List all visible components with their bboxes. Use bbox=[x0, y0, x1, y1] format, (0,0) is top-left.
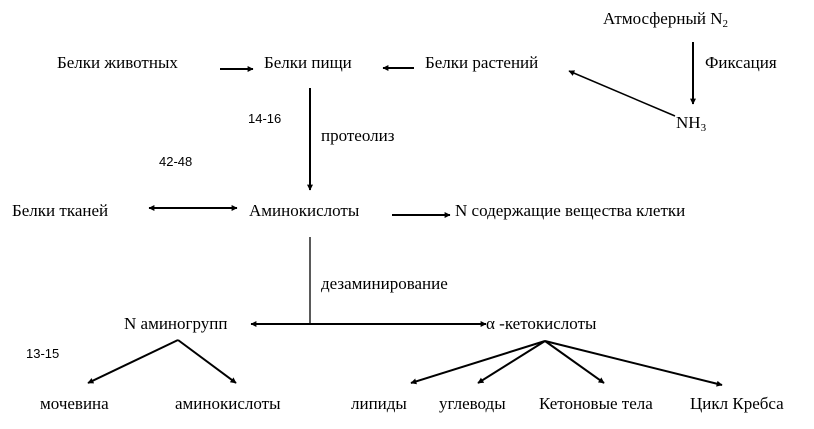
urea-node: мочевина bbox=[40, 394, 109, 413]
atmospheric-n2-label: Атмосферный N bbox=[603, 9, 723, 28]
arrow-nh3-to-plant bbox=[568, 70, 676, 117]
arrow-ngroups-to-urea bbox=[87, 339, 179, 384]
amino-acids-node: Аминокислоты bbox=[249, 201, 360, 220]
arrow-keto-to-carbs bbox=[477, 340, 546, 384]
page-ref-13-15: 13-15 bbox=[26, 346, 60, 361]
arrow-keto-to-krebs bbox=[544, 340, 723, 387]
nh3-node: NH3 bbox=[676, 114, 706, 134]
carbohydrates-node: углеводы bbox=[439, 394, 506, 413]
proteolysis-label: протеолиз bbox=[321, 126, 395, 145]
arrow-keto-to-ketone bbox=[544, 340, 605, 384]
arrow-keto-to-lipids bbox=[410, 340, 546, 385]
atmospheric-n2-subscript: 2 bbox=[722, 18, 729, 30]
food-proteins-node: Белки пищи bbox=[264, 53, 352, 72]
tissue-proteins-node: Белки тканей bbox=[12, 201, 109, 220]
atmospheric-n2-node: Атмосферный N2 bbox=[603, 10, 728, 30]
page-ref-14-16: 14-16 bbox=[248, 111, 282, 126]
arrow-ngroups-to-amino bbox=[177, 339, 237, 384]
plant-proteins-node: Белки растений bbox=[425, 53, 539, 72]
fixation-label: Фиксация bbox=[705, 53, 777, 72]
page-ref-42-48: 42-48 bbox=[159, 154, 193, 169]
deamination-label: дезаминирование bbox=[321, 274, 448, 293]
n-amino-groups-node: N аминогрупп bbox=[124, 314, 228, 333]
nh3-label: NH bbox=[676, 113, 701, 132]
krebs-cycle-node: Цикл Кребса bbox=[690, 394, 784, 413]
nh3-subscript: 3 bbox=[700, 122, 707, 134]
ketone-bodies-node: Кетоновые тела bbox=[539, 394, 653, 413]
amino-acids-bottom-node: аминокислоты bbox=[175, 394, 281, 413]
lipids-node: липиды bbox=[351, 394, 407, 413]
keto-acids-node: α -кетокислоты bbox=[486, 314, 597, 333]
n-substances-node: N содержащие вещества клетки bbox=[455, 201, 686, 220]
animal-proteins-node: Белки животных bbox=[57, 53, 178, 72]
